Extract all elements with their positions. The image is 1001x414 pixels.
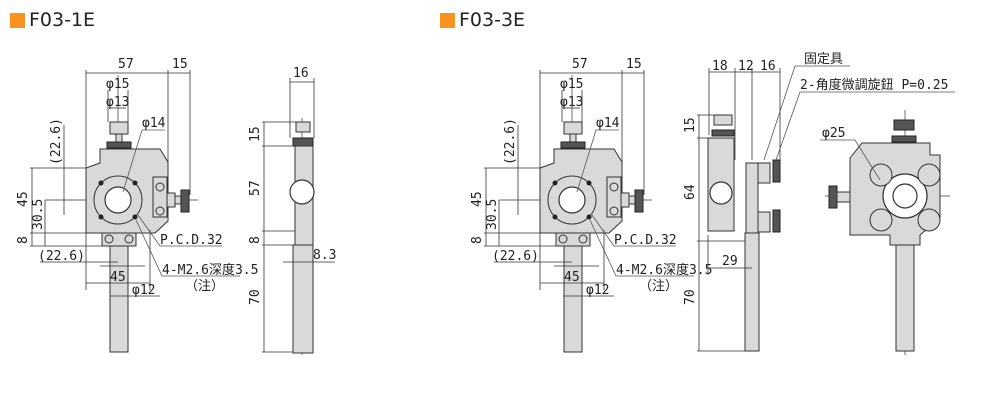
dim-aperture: φ14 <box>142 116 166 131</box>
dim-base-height: 8 <box>16 236 31 244</box>
adjuster-label: 2-角度微調旋鈕 P=0.25 <box>800 77 948 93</box>
dim-post-dia: φ12 <box>586 283 609 298</box>
dim-height-offset: (22.6) <box>503 118 518 165</box>
dim-width-c: 16 <box>760 59 776 74</box>
model-title-text: F03-1E <box>29 9 96 31</box>
dim-height-offset: (22.6) <box>49 118 64 165</box>
front-view-f03-3e <box>483 69 695 353</box>
dim-knob-dia-inner: φ13 <box>106 95 129 110</box>
fixture-label: 固定具 <box>804 52 843 67</box>
model-title-f03-1e: F03-1E <box>10 9 95 31</box>
model-title-text: F03-3E <box>459 9 526 31</box>
dim-post-offset: 29 <box>722 254 738 269</box>
dim-hole-spacing: 45 <box>110 270 126 285</box>
dim-knob-height: 15 <box>248 126 263 142</box>
dim-width: 57 <box>118 57 134 72</box>
dim-horizontal-offset: (22.6) <box>492 249 539 264</box>
dim-horizontal-offset: (22.6) <box>38 249 85 264</box>
orange-square-icon <box>10 12 25 28</box>
tap-holes-label: 4-M2.6深度3.5 <box>616 262 712 278</box>
model-title-f03-3e: F03-3E <box>440 9 525 31</box>
dim-center-height: 30.5 <box>485 199 500 230</box>
front-view-f03-1e <box>30 70 240 353</box>
dim-base-height: 8 <box>470 236 485 244</box>
dim-width-a: 18 <box>712 59 728 74</box>
dim-width: 57 <box>572 57 588 72</box>
tap-holes-label: 4-M2.6深度3.5 <box>162 262 258 278</box>
dim-post-length: 70 <box>683 289 698 305</box>
dim-post-offset: 8.3 <box>313 248 336 263</box>
side-view-f03-3e <box>697 65 955 352</box>
dim-post-length: 70 <box>248 289 263 305</box>
dim-side-width: 16 <box>293 66 309 81</box>
dim-knob-dia-outer: φ15 <box>560 77 583 92</box>
dim-knob-offset: 15 <box>626 57 642 72</box>
dim-pcd: P.C.D.32 <box>614 233 677 248</box>
dim-hole-dia: φ25 <box>822 126 845 141</box>
dim-center-height: 30.5 <box>31 199 46 230</box>
dim-width-b: 12 <box>738 59 754 74</box>
dim-hole-spacing: 45 <box>564 270 580 285</box>
dim-height: 45 <box>16 191 31 207</box>
dim-knob-height: 15 <box>683 117 698 133</box>
note-label: （注） <box>639 279 678 294</box>
side-view-f03-1e <box>262 78 335 355</box>
dim-height: 45 <box>470 191 485 207</box>
dim-body-height: 64 <box>683 184 698 200</box>
dim-knob-offset: 15 <box>172 57 188 72</box>
dim-knob-dia-inner: φ13 <box>560 95 583 110</box>
dim-pcd: P.C.D.32 <box>160 233 223 248</box>
dim-body-height: 57 <box>248 180 263 196</box>
orange-square-icon <box>440 12 455 28</box>
rear-view-f03-3e <box>820 110 950 355</box>
dim-aperture: φ14 <box>596 116 620 131</box>
note-label: （注） <box>185 279 224 294</box>
dim-base-height: 8 <box>248 236 263 244</box>
dim-post-dia: φ12 <box>132 283 155 298</box>
dim-knob-dia-outer: φ15 <box>106 77 129 92</box>
